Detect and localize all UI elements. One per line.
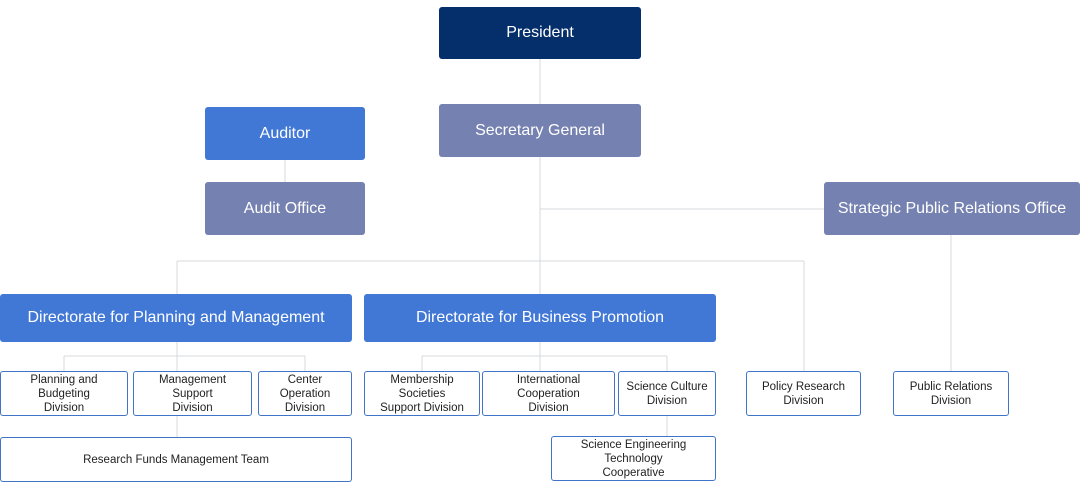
public-relations-division-box[interactable]: Public Relations Division: [893, 371, 1009, 416]
science-engineering-line1: Science Engineering Technology: [580, 438, 687, 465]
auditor-box[interactable]: Auditor: [205, 107, 365, 160]
public-relations-line2: Division: [930, 394, 972, 407]
policy-research-line2: Division: [783, 394, 824, 407]
science-culture-line1: Science Culture: [626, 380, 708, 393]
international-cooperation-line2: Division: [528, 401, 569, 414]
secretary-general-box[interactable]: Secretary General: [439, 104, 641, 157]
policy-research-line1: Policy Research: [761, 380, 846, 393]
audit-office-label: Audit Office: [243, 199, 327, 217]
planning-budgeting-line2: Division: [43, 401, 85, 414]
directorate-business-label: Directorate for Business Promotion: [415, 309, 665, 326]
strategic-pr-office-label: Strategic Public Relations Office: [837, 199, 1067, 217]
president-label: President: [506, 24, 574, 41]
science-engineering-line2: Cooperative: [602, 466, 665, 479]
directorate-business-box[interactable]: Directorate for Business Promotion: [364, 294, 716, 342]
management-support-division-box[interactable]: Management Support Division: [133, 371, 252, 416]
president-box[interactable]: President: [439, 7, 641, 59]
science-culture-line2: Division: [646, 394, 688, 407]
management-support-line1: Management Support: [158, 373, 227, 400]
auditor-label: Auditor: [259, 124, 311, 142]
planning-budgeting-line1: Planning and Budgeting: [30, 373, 98, 400]
planning-budgeting-division-box[interactable]: Planning and Budgeting Division: [0, 371, 128, 416]
audit-office-box[interactable]: Audit Office: [205, 182, 365, 235]
membership-societies-division-box[interactable]: Membership Societies Support Division: [364, 371, 480, 416]
policy-research-division-box[interactable]: Policy Research Division: [746, 371, 861, 416]
research-funds-label: Research Funds Management Team: [83, 453, 269, 466]
center-operation-division-box[interactable]: Center Operation Division: [258, 371, 352, 416]
membership-societies-line2: Support Division: [380, 401, 464, 414]
research-funds-team-box[interactable]: Research Funds Management Team: [0, 437, 352, 482]
center-operation-line2: Division: [284, 401, 326, 414]
center-operation-line1: Center Operation: [279, 373, 331, 400]
strategic-pr-office-box[interactable]: Strategic Public Relations Office: [824, 182, 1080, 235]
secretary-general-label: Secretary General: [475, 121, 605, 139]
directorate-planning-label: Directorate for Planning and Management: [27, 309, 325, 326]
membership-societies-line1: Membership Societies: [390, 373, 454, 400]
science-culture-division-box[interactable]: Science Culture Division: [618, 371, 716, 416]
public-relations-line1: Public Relations: [909, 380, 993, 393]
science-engineering-cooperative-box[interactable]: Science Engineering Technology Cooperati…: [551, 436, 716, 481]
international-cooperation-line1: International Cooperation: [516, 373, 581, 400]
management-support-line2: Division: [172, 401, 213, 414]
directorate-planning-box[interactable]: Directorate for Planning and Management: [0, 294, 352, 342]
international-cooperation-division-box[interactable]: International Cooperation Division: [482, 371, 615, 416]
